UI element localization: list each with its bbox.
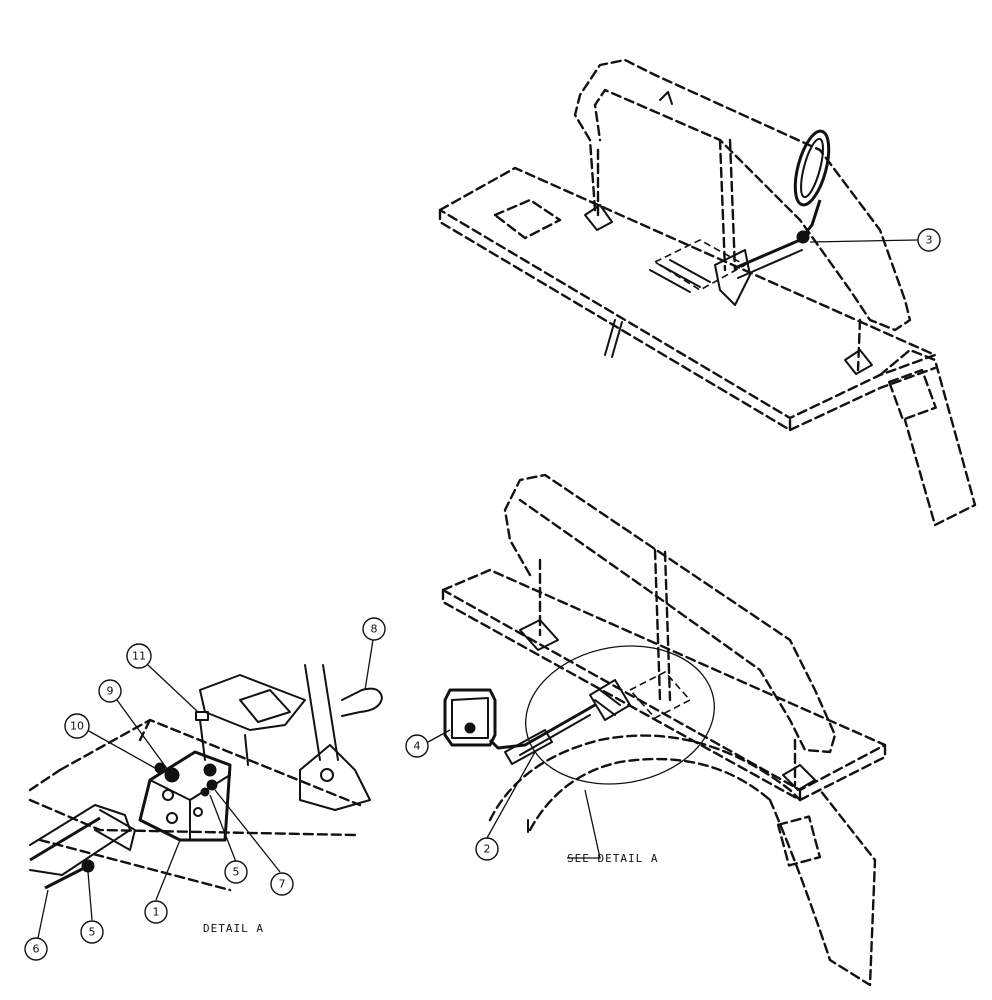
- callout-2: 2: [475, 837, 499, 861]
- lower-mount-plate: [628, 671, 692, 719]
- detail-bolt-shank-2: [244, 734, 249, 766]
- detail-nut-7a: [203, 763, 217, 777]
- callout-1: 1: [144, 900, 168, 924]
- lower-fender-light: [776, 815, 822, 867]
- detail-post: [304, 664, 339, 761]
- top-rail-post-rear: [856, 318, 862, 372]
- svg-text:8: 8: [371, 623, 378, 636]
- detail-deck-mid: [28, 798, 357, 837]
- lower-post-foot-rear: [782, 764, 816, 791]
- top-post-foot-front: [584, 204, 613, 231]
- detail-washer-5: [200, 787, 210, 797]
- detail-bracket: [138, 750, 232, 842]
- lower-fender-deck: [441, 568, 887, 792]
- svg-text:7: 7: [279, 878, 286, 891]
- detail-u-bolt: [341, 687, 383, 717]
- see-detail-note: SEE DETAIL A: [567, 852, 658, 865]
- leader-lines: [37, 239, 919, 939]
- lower-rail-post-mid: [653, 548, 662, 702]
- svg-text:5: 5: [89, 926, 96, 939]
- detail-arm-rod: [29, 816, 101, 862]
- detail-bracket-hole-2: [166, 812, 178, 824]
- detail-arm-clamp: [29, 804, 131, 876]
- top-fender-deck: [438, 166, 937, 420]
- top-rail-post-mid2: [728, 138, 737, 272]
- lower-mirror-arm2: [519, 714, 591, 756]
- top-mount-hatch: [649, 259, 711, 293]
- top-mirror-glass: [800, 137, 824, 199]
- detail-a-assembly: [28, 664, 383, 892]
- detail-nut-9: [164, 767, 180, 783]
- lower-guard-rail: [503, 473, 837, 754]
- detail-post-bolt: [320, 768, 334, 782]
- svg-text:5: 5: [233, 866, 240, 879]
- svg-text:6: 6: [33, 943, 40, 956]
- callout-7: 7: [270, 872, 294, 896]
- top-hatch: [493, 198, 562, 240]
- callout-10: 10: [64, 713, 90, 739]
- top-view-assembly: [438, 58, 977, 527]
- detail-a-title: DETAIL A: [203, 922, 264, 935]
- top-rail-post-mid: [718, 138, 727, 272]
- top-rail-knob: [659, 91, 673, 105]
- detail-mount-plate: [199, 674, 306, 731]
- callout-11: 11: [126, 643, 152, 669]
- detail-nut-7b: [206, 779, 218, 791]
- callout-8: 8: [362, 617, 386, 641]
- callout-9: 9: [98, 679, 122, 703]
- detail-bracket-hole-1: [162, 789, 174, 801]
- lower-wheel-arch-inner: [528, 757, 772, 832]
- svg-text:2: 2: [484, 843, 491, 856]
- svg-text:10: 10: [70, 720, 84, 733]
- svg-text:4: 4: [414, 740, 421, 753]
- detail-deck-left: [28, 768, 62, 792]
- svg-text:1: 1: [153, 906, 160, 919]
- detail-post-foot: [299, 744, 371, 811]
- lower-bracket: [589, 679, 631, 721]
- detail-deck-low: [38, 838, 232, 892]
- detail-nut-5: [81, 859, 95, 873]
- lower-mirror-head: [443, 688, 497, 747]
- lower-fender-deck-back: [798, 743, 887, 802]
- callout-3: 3: [917, 228, 941, 252]
- top-mirror-pivot: [796, 230, 810, 244]
- lower-fender-rear: [768, 788, 877, 987]
- detail-bracket-hole-3: [193, 807, 203, 817]
- lower-wheel-arch-outer: [488, 734, 802, 822]
- svg-text:9: 9: [107, 685, 114, 698]
- svg-text:11: 11: [132, 650, 146, 663]
- lower-bracket-hatch: [594, 689, 621, 716]
- lower-mirror-clamp: [504, 729, 553, 765]
- callout-6: 6: [24, 937, 48, 961]
- callout-4: 4: [405, 734, 429, 758]
- detail-a-ellipse: [525, 645, 715, 785]
- top-post-foot-rear: [844, 349, 873, 375]
- lower-mirror-glass: [451, 697, 489, 739]
- svg-text:3: 3: [926, 234, 933, 247]
- detail-clamp-block: [94, 809, 136, 851]
- top-strut: [604, 319, 623, 358]
- top-guard-rail: [573, 58, 912, 332]
- top-mirror-head: [793, 129, 831, 207]
- top-fender-rear: [878, 348, 977, 527]
- lower-post-foot-front: [519, 619, 559, 651]
- lower-view-assembly: [441, 473, 887, 987]
- detail-bolt-11-head: [195, 711, 209, 721]
- callout-5-clamp: 5: [80, 920, 104, 944]
- top-fender-deck-edge: [438, 208, 792, 432]
- lower-mirror-arm: [488, 703, 596, 750]
- lower-rail-post-mid2: [663, 550, 672, 702]
- lower-mirror-pivot: [464, 722, 476, 734]
- detail-deck-corner: [138, 718, 152, 742]
- lower-fender-deck-edge: [441, 588, 802, 802]
- top-bracket: [714, 249, 751, 306]
- callout-5-bracket: 5: [224, 860, 248, 884]
- top-fender-light: [887, 368, 937, 421]
- top-fender-deck-edge-back: [788, 366, 937, 432]
- detail-bolt-11-shank: [199, 719, 206, 761]
- detail-mount-inner: [239, 689, 291, 723]
- top-mirror-arm2: [737, 249, 803, 279]
